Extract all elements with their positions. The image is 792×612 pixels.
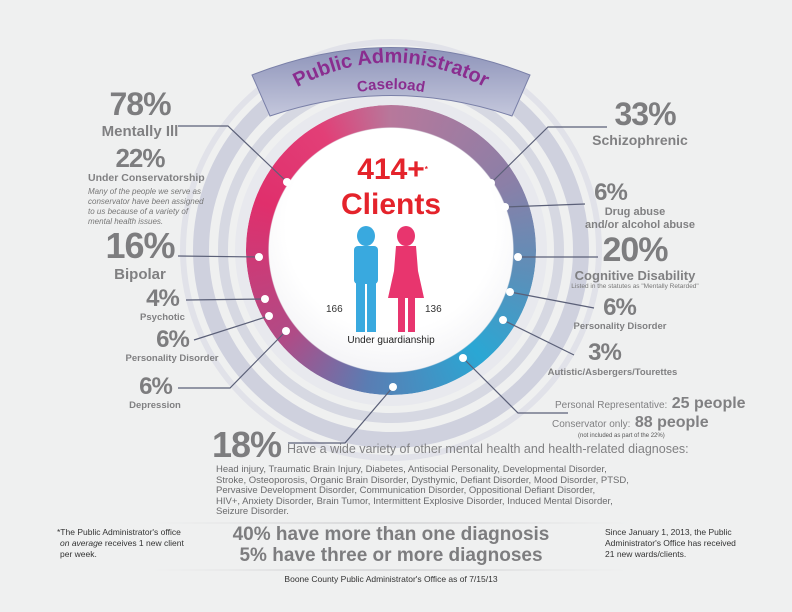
depression-pct: 6% (139, 373, 173, 400)
footnote-emphasis: on average (60, 538, 103, 548)
center-disc (269, 128, 513, 372)
marker-dot (283, 178, 291, 186)
footnote-line: *The Public Administrator's office (57, 527, 181, 537)
client-count: 414+* (331, 155, 451, 185)
personality-right-label: Personality Disorder (573, 321, 667, 332)
female-figure-icon (388, 226, 424, 332)
marker-dot (459, 354, 467, 362)
schizophrenic-label: Schizophrenic (592, 132, 688, 148)
marker-dot (501, 203, 509, 211)
footnote-line: Administrator's Office has received (605, 538, 736, 548)
marker-dot (255, 253, 263, 261)
male-figure-icon (354, 226, 378, 332)
cognitive-pct: 20% (602, 231, 668, 269)
drug-label: Drug abuse (604, 206, 666, 218)
marker-dot (506, 288, 514, 296)
footnote-right: Since January 1, 2013, the Public Admini… (605, 527, 736, 560)
multi-diagnosis-stat: 40% have more than one diagnosis (232, 524, 550, 545)
svg-text:Caseload: Caseload (356, 76, 427, 96)
psychotic-pct: 4% (146, 285, 180, 312)
autistic-pct: 3% (588, 339, 622, 366)
people-icons (354, 226, 424, 332)
drug-label-2: and/or alcohol abuse (584, 219, 696, 231)
diagnoses-line: Pervasive Development Disorder, Communic… (216, 485, 596, 497)
bipolar-pct: 16% (105, 225, 175, 266)
guardianship-caption: Under guardianship (347, 335, 435, 346)
marker-dot (514, 253, 522, 261)
conservator-only-value: 88 people (634, 414, 709, 431)
note-line: Many of the people we serve as (88, 187, 201, 196)
mentally-ill-label: Mentally Ill (101, 123, 179, 140)
personality-right-pct: 6% (603, 294, 637, 321)
three-diagnoses-stat: 5% have three or more diagnoses (239, 545, 543, 566)
clients-label: Clients (340, 188, 442, 221)
personal-rep: Personal Representative: 25 people (555, 395, 746, 414)
mentally-ill-pct: 78% (109, 86, 171, 122)
marker-dot (487, 179, 495, 187)
note-line: mental health issues. (88, 217, 164, 226)
diagnoses-line: Seizure Disorder. (216, 506, 289, 518)
diagnoses-line: HIV+, Anxiety Disorder, Brain Tumor, Int… (216, 495, 613, 507)
diagnoses-line: Head injury, Traumatic Brain Injury, Dia… (216, 464, 607, 475)
conservator-only-note: (not included as part of the 22%) (578, 433, 665, 439)
source-note: Boone County Public Administrator's Offi… (284, 574, 498, 584)
female-count: 136 (425, 304, 442, 315)
male-count: 166 (326, 304, 343, 315)
diagnoses-list: Head injury, Traumatic Brain Injury, Dia… (216, 464, 629, 518)
footnote-line: Since January 1, 2013, the Public (605, 527, 732, 537)
conservatorship-note: Many of the people we serve as conservat… (88, 187, 204, 227)
conservator-only-label: Conservator only: (552, 419, 631, 430)
footnote-line: 21 new wards/clients. (605, 549, 687, 559)
diagnoses-line: Stroke, Osteoporosis, Organic Brain Diso… (216, 474, 629, 486)
personality-left-label: Personality Disorder (125, 353, 219, 364)
conservatorship-label: Under Conservatorship (88, 172, 205, 184)
bipolar-label: Bipolar (114, 266, 166, 283)
other-label: Have a wide variety of other mental heal… (287, 442, 689, 456)
marker-dot (282, 327, 290, 335)
banner-subtitle: Caseload (356, 76, 427, 96)
autistic-label: Autistic/Asbergers/Tourettes (547, 367, 678, 378)
cognitive-label: Cognitive Disability (574, 268, 696, 283)
note-line: to us because of a variety of (88, 207, 189, 216)
note-line: conservator have been assigned (88, 197, 204, 206)
conservatorship-pct: 22% (115, 143, 165, 173)
other-pct: 18% (212, 424, 282, 465)
client-count-value: 414+ (357, 153, 425, 186)
cognitive-note: Listed in the statutes as "Mentally Reta… (571, 283, 699, 290)
personal-rep-label: Personal Representative: (555, 400, 668, 411)
footnote-line: receives 1 new client (104, 538, 184, 548)
marker-dot (499, 316, 507, 324)
marker-dot (265, 312, 273, 320)
depression-label: Depression (129, 400, 181, 411)
footnote-mark: * (424, 165, 428, 174)
footnote-line: per week. (60, 549, 97, 559)
marker-dot (389, 383, 397, 391)
marker-dot (261, 295, 269, 303)
footnote-left: *The Public Administrator's office on av… (57, 527, 184, 560)
divider (140, 569, 640, 571)
conservator-only: Conservator only: 88 people (552, 414, 709, 433)
personality-left-pct: 6% (156, 326, 190, 353)
schizophrenic-pct: 33% (614, 96, 676, 132)
divider (140, 522, 640, 524)
personal-rep-value: 25 people (671, 395, 746, 412)
psychotic-label: Psychotic (140, 312, 185, 323)
drug-pct: 6% (594, 179, 628, 206)
